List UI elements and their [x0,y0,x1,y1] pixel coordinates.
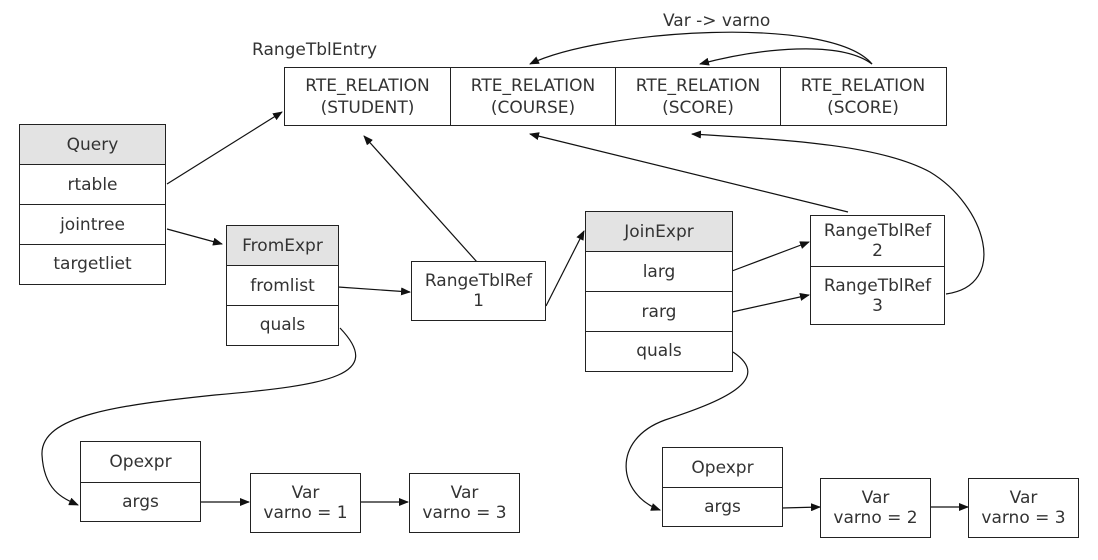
arrow-rtref1-to-student [363,135,478,263]
joinexpr-header: JoinExpr [586,212,732,252]
rte-course: RTE_RELATION (COURSE) [451,68,616,125]
arrow-fromexpr-quals-to-opexpr [41,327,357,506]
range-tbl-ref-index: 1 [473,291,484,311]
var-varno: varno = 3 [422,503,507,523]
rte-score-2: RTE_RELATION (SCORE) [781,68,945,125]
range-tbl-ref-title: RangeTblRef [424,271,533,291]
arrow-rtable-to-rte [166,111,283,185]
opexpr-left-field-args: args [122,492,159,512]
arrow-rarg-to-rtref3 [731,293,810,313]
range-tbl-entry-row: RTE_RELATION (STUDENT) RTE_RELATION (COU… [284,67,947,126]
var-varno-label: Var -> varno [663,11,771,31]
var-varno: varno = 2 [833,508,918,528]
fromexpr-field-fromlist: fromlist [227,266,338,306]
fromexpr-node: FromExpr fromlist quals [226,225,339,346]
rte-relation-name: (STUDENT) [320,97,415,118]
arrow-jointree-to-fromexpr [166,228,223,246]
fromexpr-field-quals: quals [259,315,306,335]
range-tbl-ref-2-3: RangeTblRef 2 RangeTblRef 3 [810,215,945,325]
range-tbl-ref-1: RangeTblRef 1 [411,261,546,321]
arrow-joinexpr-quals-to-opexpr [625,351,749,511]
var-right-1: Var varno = 2 [820,478,931,538]
var-left-1: Var varno = 1 [250,473,361,533]
range-tbl-ref-title: RangeTblRef [823,275,932,296]
var-right-2: Var varno = 3 [968,478,1079,538]
arrow-right-args-to-var1 [781,503,821,512]
var-left-2: Var varno = 3 [409,473,520,533]
joinexpr-node: JoinExpr larg rarg quals [585,211,733,372]
opexpr-right-field-args: args [704,497,741,517]
range-tbl-ref-title: RangeTblRef [823,221,932,241]
query-field-targetlist: targetliet [53,254,132,274]
joinexpr-field-rarg: rarg [586,292,732,332]
arrow-rtref2-to-course [529,132,849,213]
query-header: Query [20,125,165,165]
rte-type: RTE_RELATION [635,75,761,96]
rte-student: RTE_RELATION (STUDENT) [285,68,451,125]
var-title: Var [861,488,890,508]
opexpr-left-node: Opexpr args [80,441,201,522]
query-field-rtable: rtable [20,165,165,205]
arrow-rtref1-to-joinexpr [545,230,585,307]
opexpr-left-header: Opexpr [81,442,200,483]
var-title: Var [450,483,479,503]
range-tbl-ref-index: 3 [872,295,883,316]
var-varno: varno = 1 [263,503,348,523]
rte-type: RTE_RELATION [470,75,596,96]
joinexpr-field-larg: larg [586,252,732,292]
query-node: Query rtable jointree targetliet [19,124,166,285]
arrow-larg-to-rtref2 [731,241,810,272]
rte-relation-name: (SCORE) [827,97,899,118]
query-field-jointree: jointree [20,205,165,245]
range-tbl-ref-3: RangeTblRef 3 [811,267,944,324]
range-tbl-entry-label: RangeTblEntry [252,40,378,60]
rte-type: RTE_RELATION [800,75,926,96]
arrow-fromlist-to-rtref1 [337,286,411,296]
opexpr-right-header: Opexpr [663,448,782,488]
opexpr-right-node: Opexpr args [662,447,783,527]
fromexpr-header: FromExpr [227,226,338,266]
arrow-rtref3-to-score [691,130,985,295]
range-tbl-ref-2: RangeTblRef 2 [811,216,944,267]
var-title: Var [1009,488,1038,508]
var-varno: varno = 3 [981,508,1066,528]
range-tbl-ref-index: 2 [872,241,883,261]
var-title: Var [291,483,320,503]
arrow-varno-to-course [529,31,873,65]
rte-score-1: RTE_RELATION (SCORE) [616,68,781,125]
rte-type: RTE_RELATION [305,75,430,96]
rte-relation-name: (COURSE) [490,97,576,118]
rte-relation-name: (SCORE) [662,97,734,118]
joinexpr-field-quals: quals [636,341,682,361]
arrow-varno-to-score [699,48,873,66]
